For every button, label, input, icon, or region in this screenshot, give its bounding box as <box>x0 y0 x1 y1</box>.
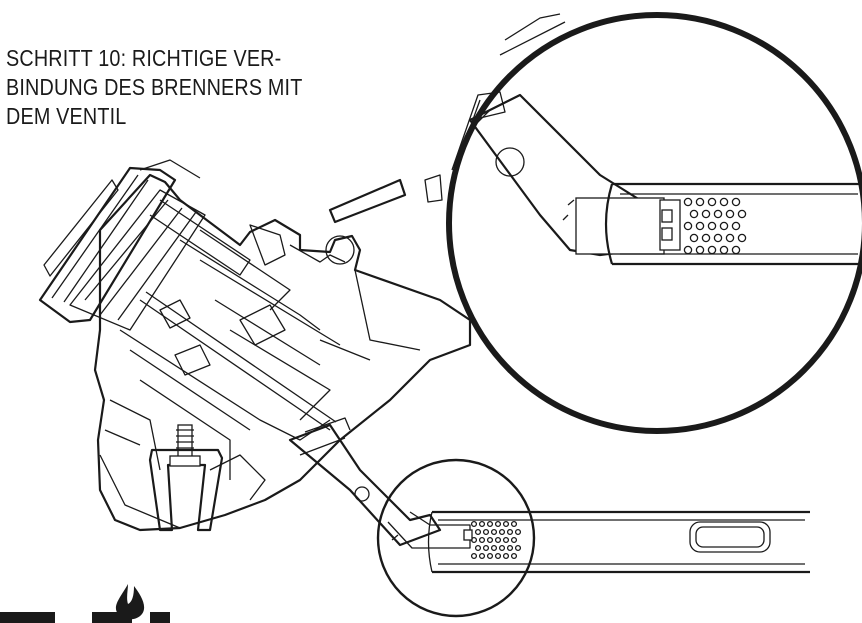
burner-port-hole <box>683 245 693 255</box>
burner-port-hole <box>514 544 522 552</box>
burner-port-hole <box>510 520 518 528</box>
burner-port-hole <box>474 544 482 552</box>
burner-port-hole <box>478 520 486 528</box>
burner-port-hole <box>725 233 735 243</box>
burner-port-hole <box>713 209 723 219</box>
burner-port-hole <box>510 552 518 560</box>
burner-port-hole <box>482 544 490 552</box>
burner-port-hole <box>514 528 522 536</box>
flame-logo-icon <box>0 584 170 623</box>
burner-port-hole <box>695 221 705 231</box>
burner-port-hole <box>494 520 502 528</box>
grill-assembly <box>38 159 472 532</box>
burner-port-hole <box>478 536 486 544</box>
burner-port-hole <box>482 528 490 536</box>
burner-port-hole <box>695 197 705 207</box>
burner-port-hole <box>490 544 498 552</box>
heading-line-2: BINDUNG DES BRENNERS MIT <box>6 74 303 100</box>
burner-port-hole <box>494 552 502 560</box>
burner-port-hole <box>719 197 729 207</box>
burner-port-hole <box>494 536 502 544</box>
burner-port-hole <box>731 245 741 255</box>
burner-port-hole <box>713 233 723 243</box>
burner-port-hole <box>498 544 506 552</box>
burner-port-hole <box>737 209 747 219</box>
burner-port-hole <box>719 221 729 231</box>
burner-port-hole <box>707 221 717 231</box>
burner-port-hole <box>506 544 514 552</box>
burner-port-hole <box>486 552 494 560</box>
burner-port-hole <box>502 536 510 544</box>
burner-port-hole <box>506 528 514 536</box>
burner-port-hole <box>719 245 729 255</box>
burner-port-hole <box>474 528 482 536</box>
burner-port-hole <box>486 536 494 544</box>
heading-line-3: DEM VENTIL <box>6 103 127 129</box>
step-heading: SCHRITT 10: RICHTIGE VER- BINDUNG DES BR… <box>6 44 316 131</box>
burner-port-hole <box>470 520 478 528</box>
burner-port-hole <box>731 197 741 207</box>
burner-port-hole <box>707 245 717 255</box>
burner-port-hole <box>707 197 717 207</box>
detail-circle-large <box>446 12 862 434</box>
burner-port-hole <box>510 536 518 544</box>
burner-port-slot <box>689 521 771 553</box>
burner-port-hole <box>486 520 494 528</box>
burner-port-hole <box>737 233 747 243</box>
burner-port-hole <box>731 221 741 231</box>
burner-port-hole <box>498 528 506 536</box>
burner-port-hole <box>725 209 735 219</box>
burner-port-hole <box>683 221 693 231</box>
burner-port-hole <box>478 552 486 560</box>
burner-port-hole <box>502 552 510 560</box>
detail-circle-small <box>376 458 536 618</box>
valve-nozzle <box>575 197 665 255</box>
burner-port-hole <box>701 233 711 243</box>
burner-port-hole <box>502 520 510 528</box>
burner-port-hole <box>470 552 478 560</box>
burner-port-hole <box>695 245 705 255</box>
heading-line-1: SCHRITT 10: RICHTIGE VER- <box>6 45 282 71</box>
burner-port-hole <box>683 197 693 207</box>
burner-port-hole <box>689 233 699 243</box>
burner-port-hole <box>490 528 498 536</box>
valve-burner-connection <box>288 417 810 574</box>
burner-port-hole <box>689 209 699 219</box>
burner-port-hole <box>701 209 711 219</box>
